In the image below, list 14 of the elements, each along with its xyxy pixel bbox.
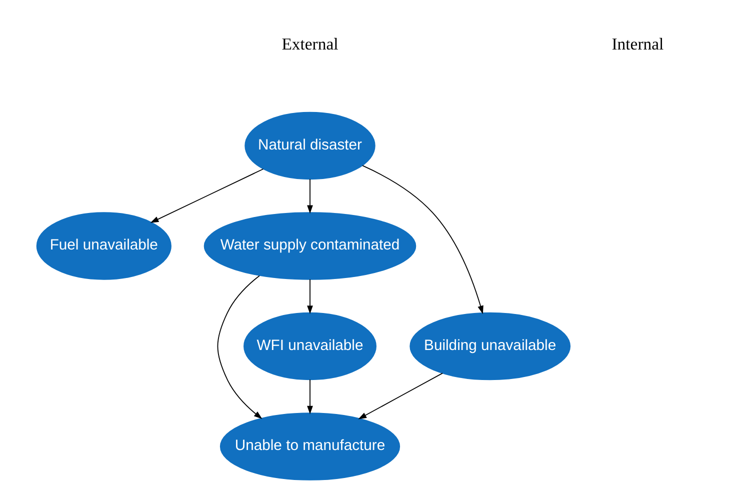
arrow [362,165,483,314]
arrow [150,168,264,223]
label: External [281,34,338,54]
node-ellipse: Fuel unavailable [36,212,171,280]
arrow [358,372,442,420]
label: Internal [611,34,664,54]
arrow [306,178,312,214]
arrow [216,275,262,420]
node-ellipse: Water supply contaminated [203,212,416,280]
arrow [306,379,312,414]
arrow [306,278,312,314]
node-ellipse: WFI unavailable [243,312,376,380]
node-ellipse: Natural disaster [244,112,375,180]
node-ellipse: Building unavailable [409,312,570,380]
